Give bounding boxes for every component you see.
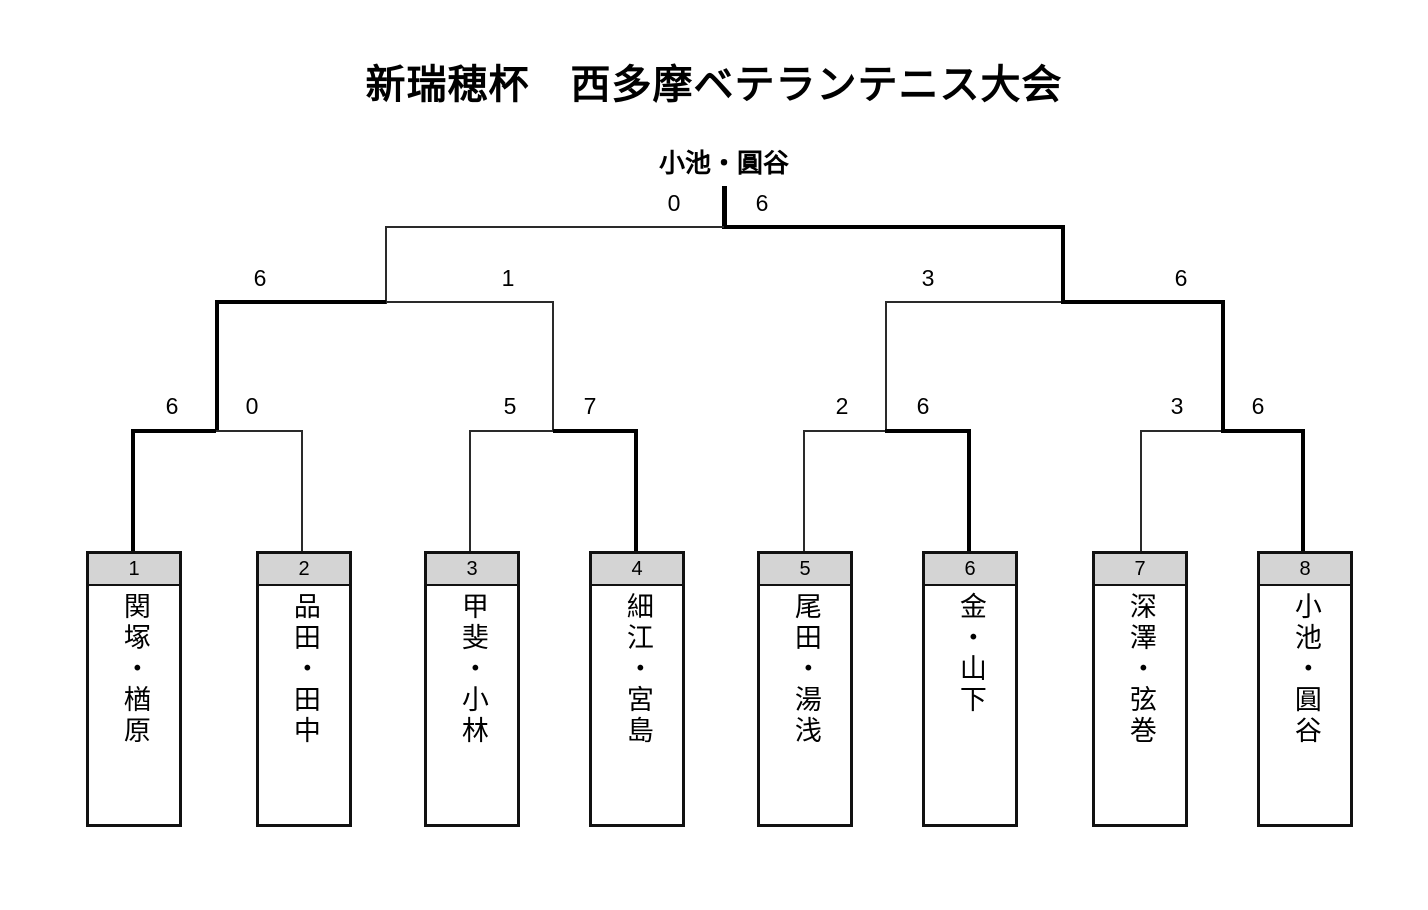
player-name-2: 品田・田中	[289, 592, 320, 747]
final-score-right: 6	[755, 190, 769, 216]
semifinal-left-bar-left	[215, 300, 386, 304]
final-champion-stem	[722, 186, 727, 229]
player-name-cell-4: 細江・宮島	[592, 586, 682, 824]
player-box-1[interactable]: 1 関塚・楢原	[86, 551, 182, 827]
player-box-2[interactable]: 2 品田・田中	[256, 551, 352, 827]
player-box-3[interactable]: 3 甲斐・小林	[424, 551, 520, 827]
player-box-5[interactable]: 5 尾田・湯浅	[757, 551, 853, 827]
qf4-bar-left	[1140, 430, 1222, 432]
semifinal-left-score-right: 1	[501, 265, 515, 291]
qf1-leg-left	[131, 429, 135, 554]
qf3-score-left: 2	[835, 393, 849, 419]
qf4-bar-right	[1221, 429, 1305, 433]
final-leg-left	[385, 226, 387, 304]
page-title: 新瑞穂杯 西多摩ベテランテニス大会	[365, 63, 1063, 107]
qf2-leg-left	[469, 430, 471, 554]
qf4-leg-left	[1140, 430, 1142, 554]
seed-number-2: 2	[259, 554, 349, 586]
player-box-7[interactable]: 7 深澤・弦巻	[1092, 551, 1188, 827]
seed-number-4: 4	[592, 554, 682, 586]
qf1-leg-right	[301, 430, 303, 554]
player-name-cell-5: 尾田・湯浅	[760, 586, 850, 824]
qf2-score-right: 7	[583, 393, 597, 419]
qf1-score-right: 0	[245, 393, 259, 419]
seed-number-3: 3	[427, 554, 517, 586]
qf2-leg-right	[634, 429, 638, 554]
qf4-score-left: 3	[1170, 393, 1184, 419]
qf1-bar-right	[216, 430, 302, 432]
semifinal-right-bar-right	[1061, 300, 1225, 304]
player-name-cell-2: 品田・田中	[259, 586, 349, 824]
champion-label: 小池・圓谷	[658, 148, 789, 178]
qf1-bar-left	[131, 429, 216, 433]
semifinal-right-leg-left	[885, 301, 887, 432]
player-name-8: 小池・圓谷	[1290, 592, 1321, 747]
qf2-bar-right	[553, 429, 638, 433]
qf1-score-left: 6	[165, 393, 179, 419]
qf3-score-right: 6	[916, 393, 930, 419]
player-name-5: 尾田・湯浅	[790, 592, 821, 747]
qf3-leg-right	[967, 429, 971, 554]
seed-number-5: 5	[760, 554, 850, 586]
semifinal-left-leg-left	[215, 300, 219, 432]
seed-number-8: 8	[1260, 554, 1350, 586]
player-name-4: 細江・宮島	[622, 592, 653, 747]
semifinal-left-bar-right	[386, 301, 554, 303]
player-box-4[interactable]: 4 細江・宮島	[589, 551, 685, 827]
player-name-6: 金・山下	[955, 592, 986, 716]
player-name-cell-3: 甲斐・小林	[427, 586, 517, 824]
semifinal-right-score-left: 3	[921, 265, 935, 291]
semifinal-left-score-left: 6	[253, 265, 267, 291]
qf3-bar-left	[803, 430, 886, 432]
semifinal-left-leg-right	[552, 301, 554, 432]
player-name-1: 関塚・楢原	[119, 592, 150, 747]
player-box-8[interactable]: 8 小池・圓谷	[1257, 551, 1353, 827]
seed-number-1: 1	[89, 554, 179, 586]
final-bar-left	[385, 226, 724, 228]
seed-number-6: 6	[925, 554, 1015, 586]
qf2-score-left: 5	[503, 393, 517, 419]
semifinal-right-bar-left	[885, 301, 1061, 303]
qf4-leg-right	[1301, 429, 1305, 554]
player-name-cell-1: 関塚・楢原	[89, 586, 179, 824]
semifinal-right-score-right: 6	[1174, 265, 1188, 291]
qf3-bar-right	[885, 429, 971, 433]
player-name-3: 甲斐・小林	[457, 592, 488, 747]
player-name-cell-6: 金・山下	[925, 586, 1015, 824]
qf4-score-right: 6	[1251, 393, 1265, 419]
qf3-leg-left	[803, 430, 805, 554]
player-name-cell-7: 深澤・弦巻	[1095, 586, 1185, 824]
final-bar-right	[724, 225, 1065, 229]
semifinal-right-leg-right	[1221, 300, 1225, 432]
qf2-bar-left	[469, 430, 554, 432]
final-score-left: 0	[667, 190, 681, 216]
player-name-7: 深澤・弦巻	[1125, 592, 1156, 747]
final-leg-right	[1061, 225, 1065, 304]
player-box-6[interactable]: 6 金・山下	[922, 551, 1018, 827]
seed-number-7: 7	[1095, 554, 1185, 586]
player-name-cell-8: 小池・圓谷	[1260, 586, 1350, 824]
